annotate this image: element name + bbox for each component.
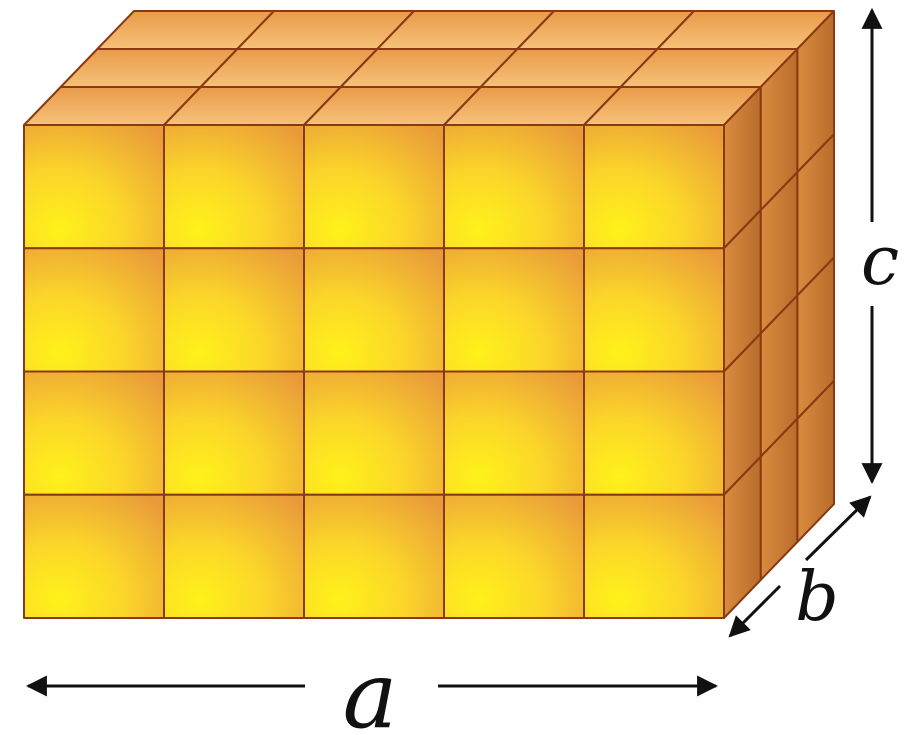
front-cube-face — [163, 493, 305, 619]
arrow-b-upper — [804, 495, 872, 562]
label-c: c — [861, 222, 899, 301]
front-cube-face — [583, 370, 725, 496]
arrow-b-lower — [728, 584, 782, 638]
front-cube-face — [23, 370, 165, 496]
top-face — [23, 10, 835, 126]
label-b: b — [795, 558, 839, 637]
front-cube-face — [23, 493, 165, 619]
front-cube-face — [23, 124, 165, 250]
front-cube-face — [443, 247, 585, 373]
front-cube-face — [583, 493, 725, 619]
front-cube-face — [583, 124, 725, 250]
front-cube-face — [23, 247, 165, 373]
front-cube-face — [163, 124, 305, 250]
front-cube-face — [303, 493, 445, 619]
label-a: a — [343, 642, 398, 731]
front-cube-face — [443, 493, 585, 619]
front-cube-face — [303, 370, 445, 496]
front-cube-face — [163, 370, 305, 496]
front-cube-face — [443, 370, 585, 496]
front-cube-face — [303, 124, 445, 250]
front-cube-face — [303, 247, 445, 373]
front-face — [23, 124, 725, 619]
front-cube-face — [583, 247, 725, 373]
dimension-c: c — [861, 7, 899, 485]
side-face — [723, 10, 835, 619]
front-cube-face — [163, 247, 305, 373]
dimension-a: a — [25, 642, 719, 735]
dimension-b: b — [728, 495, 872, 638]
front-cube-face — [443, 124, 585, 250]
